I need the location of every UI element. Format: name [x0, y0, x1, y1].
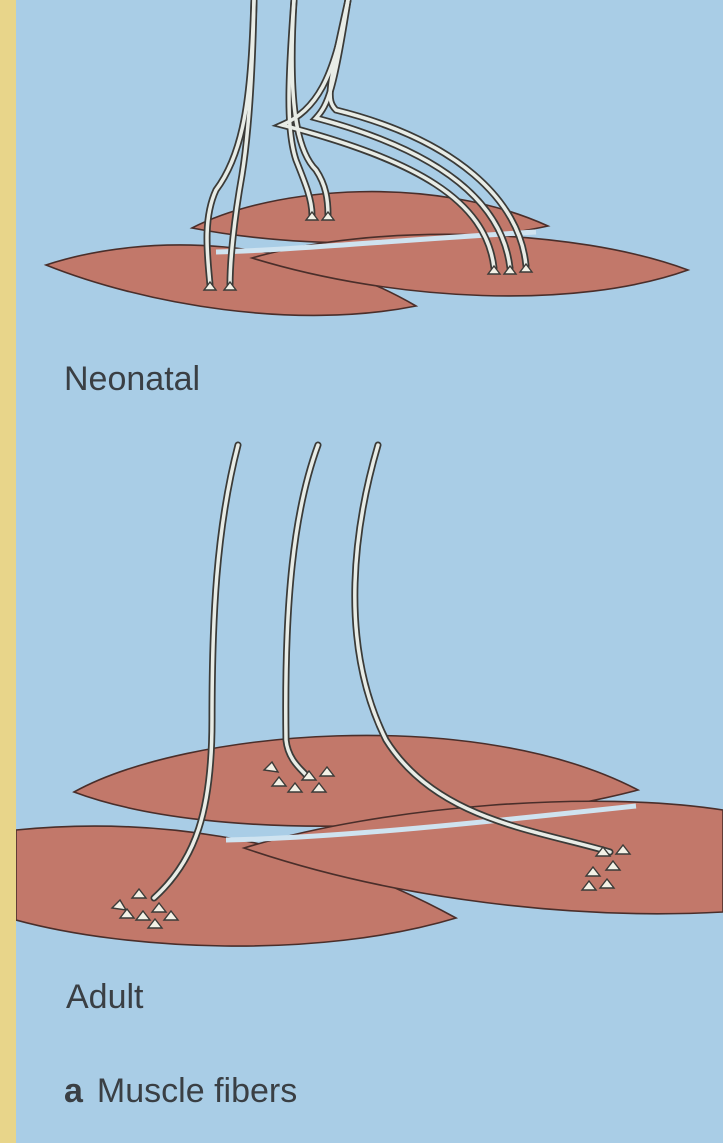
neonatal-label: Neonatal [64, 360, 200, 399]
adult-illustration [16, 445, 723, 946]
neonatal-illustration [46, 0, 688, 315]
adult-label: Adult [66, 978, 144, 1017]
muscle-fibers-figure-panel: Neonatal Adult a Muscle fibers [16, 0, 723, 1143]
caption-text: Muscle fibers [97, 1072, 297, 1110]
panel-letter: a [64, 1072, 83, 1110]
figure-caption: a Muscle fibers [64, 1072, 297, 1111]
innervation-diagram [16, 0, 723, 1143]
